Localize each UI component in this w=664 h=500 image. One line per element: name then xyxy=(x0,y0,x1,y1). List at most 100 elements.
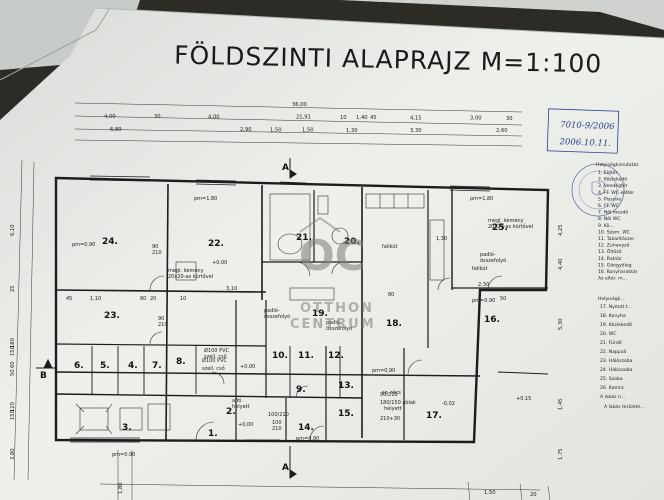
annotation-level_d: -0,02 xyxy=(442,401,455,407)
annotation-pm090_c: pm=0,90 xyxy=(112,452,135,458)
round-seal xyxy=(571,163,625,217)
room-number-8: 23. xyxy=(104,311,120,321)
legend-item-4: 5. Pissoire xyxy=(598,196,621,202)
annotation-pipe_b2: szell. cső xyxy=(202,366,225,372)
annotation-d15: 80 xyxy=(388,292,394,298)
dim-row2-5: 3,30 xyxy=(410,128,422,134)
annotation-padlo_c: padló- xyxy=(326,319,342,326)
dim-row1-6: 45 xyxy=(370,115,377,121)
room-number-16: 12. xyxy=(328,351,344,361)
room-number-10: 5. xyxy=(100,361,110,371)
legend2-item-8: 25. Szoba xyxy=(600,376,623,382)
annotation-pm180_a: pm=1,80 xyxy=(194,196,217,202)
legend-item-12: 13. Öltöző xyxy=(598,248,622,255)
legend-item-11: 12. Zuhanyzó xyxy=(598,242,630,249)
legend2-item-4: 21. Fürdő xyxy=(600,340,622,346)
dim-bottom-2: 20 xyxy=(530,492,537,498)
section-mark-bottom: A xyxy=(282,463,289,473)
room-number-11: 4. xyxy=(128,361,138,371)
annotation-d16: 50 xyxy=(500,296,506,302)
dim-left-2: 180 xyxy=(10,338,16,348)
room-number-4: 19. xyxy=(312,309,328,319)
window-marks xyxy=(70,175,491,443)
dim-row1-5: 1,40 xyxy=(356,115,368,121)
legend2-item-3: 20. WC xyxy=(600,331,617,337)
room-number-17: 9. xyxy=(296,385,306,395)
dim-row1-8: 3,00 xyxy=(470,116,482,122)
annotation-door_label3: 210+30 xyxy=(380,416,400,422)
annotation-chimney_a2: 20x20-as kürtővel xyxy=(168,274,213,280)
door-swings xyxy=(149,261,503,441)
dim-bottom-0: 1,80 xyxy=(118,482,124,494)
dimension-right: 4,254,405,301,451,75 xyxy=(558,224,564,460)
legend2-item-5: 22. Nappali xyxy=(600,349,626,355)
dim-row1-1: 30 xyxy=(154,114,161,120)
room-labels: 24.22.21.20.19.18.25.16.23.6.5.4.7.8.10.… xyxy=(74,223,508,439)
bottom-dimension-chain xyxy=(99,450,551,500)
room-number-14: 10. xyxy=(272,351,288,361)
annotation-pipe_a2: szell. cső xyxy=(204,354,227,360)
building-walls xyxy=(54,176,550,444)
legend-header: Helyiségkimutatás xyxy=(596,161,639,168)
legend2-item-2: 19. Közlekedő xyxy=(600,322,632,328)
room-number-20: 2. xyxy=(226,407,236,417)
annotation-d12: 20 xyxy=(150,296,156,302)
annotation-d2: 210 xyxy=(152,250,162,256)
dimension-bottom: 1,80 1,50 20 xyxy=(118,482,537,498)
annotation-d7: 100 xyxy=(272,420,282,426)
legend2-item-9: 26. Kamra xyxy=(600,385,624,391)
room-number-2: 21. xyxy=(296,233,312,243)
room-number-13: 8. xyxy=(176,357,186,367)
dim-right-1: 4,40 xyxy=(558,258,564,270)
legend-item-1: 2. Közlekedő xyxy=(598,177,627,183)
dim-left-0: 6,10 xyxy=(10,224,16,236)
dim-right-2: 5,30 xyxy=(558,318,564,330)
annotation-pm180_b: pm=1,80 xyxy=(470,196,493,202)
dim-row2-0: 6,80 xyxy=(110,127,122,133)
dim-bottom-1: 1,50 xyxy=(484,490,496,496)
stamp-number: 7010-9/2006 xyxy=(560,120,615,132)
legend2-item-1: 18. Konyha xyxy=(600,313,626,319)
room-number-24: 17. xyxy=(426,411,442,421)
annotation-d3: 3,10 xyxy=(226,286,237,292)
annotation-level_e: +0,15 xyxy=(516,396,531,402)
room-number-0: 24. xyxy=(102,237,118,247)
annotation-d8: 210 xyxy=(272,426,282,432)
annotation-padlo_b2: összefolyó xyxy=(480,257,506,264)
annotation-chimney_b2: 20x20-as kürtővel xyxy=(488,224,533,230)
legend-item-14: 15. Göngyöleg xyxy=(598,262,632,268)
dim-row1-3: 21,91 xyxy=(296,115,311,121)
room-number-23: 15. xyxy=(338,409,354,419)
legend-item-0: 1. Előtér xyxy=(598,169,617,176)
legend2-item-10: A lakás n... xyxy=(600,393,625,400)
dim-row2-1: 2,90 xyxy=(240,127,252,133)
annotation-chimney_a: megl. kémény xyxy=(168,267,204,274)
annotation-pm090_d: pm=0,90 xyxy=(296,436,319,442)
annotation-d10: 80 xyxy=(140,296,146,302)
annotation-faliKut: falikút xyxy=(382,243,398,250)
dim-left-4: 60 xyxy=(10,361,16,368)
room-number-1: 22. xyxy=(208,239,224,249)
kitchen-fixtures xyxy=(175,193,445,301)
dining-furniture xyxy=(75,403,171,435)
legend-item-5: 6. FF. WC xyxy=(598,203,619,209)
annotation-faliKut2: falikút xyxy=(472,265,488,272)
annotation-d13: 2,30 xyxy=(478,282,489,288)
room-number-15: 11. xyxy=(298,351,314,361)
dim-row1-9: 30 xyxy=(506,116,513,122)
left-dimension-chain xyxy=(13,159,35,481)
section-cut-markers xyxy=(36,158,549,479)
room-number-12: 7. xyxy=(152,361,162,371)
dim-row1-7: 4,15 xyxy=(410,115,422,121)
legend-item-15: 16. Konyharaktár xyxy=(598,268,638,275)
room-number-6: 25. xyxy=(492,223,508,233)
annotation-chimney_b: megl. kémény xyxy=(488,217,524,224)
legend-item-13: 14. Raktár xyxy=(598,255,622,262)
legend-item-2: 3. Vendégtér xyxy=(598,182,628,189)
dim-row2-4: 1,30 xyxy=(346,128,358,134)
annotation-level_c: +0,00 xyxy=(238,422,253,428)
